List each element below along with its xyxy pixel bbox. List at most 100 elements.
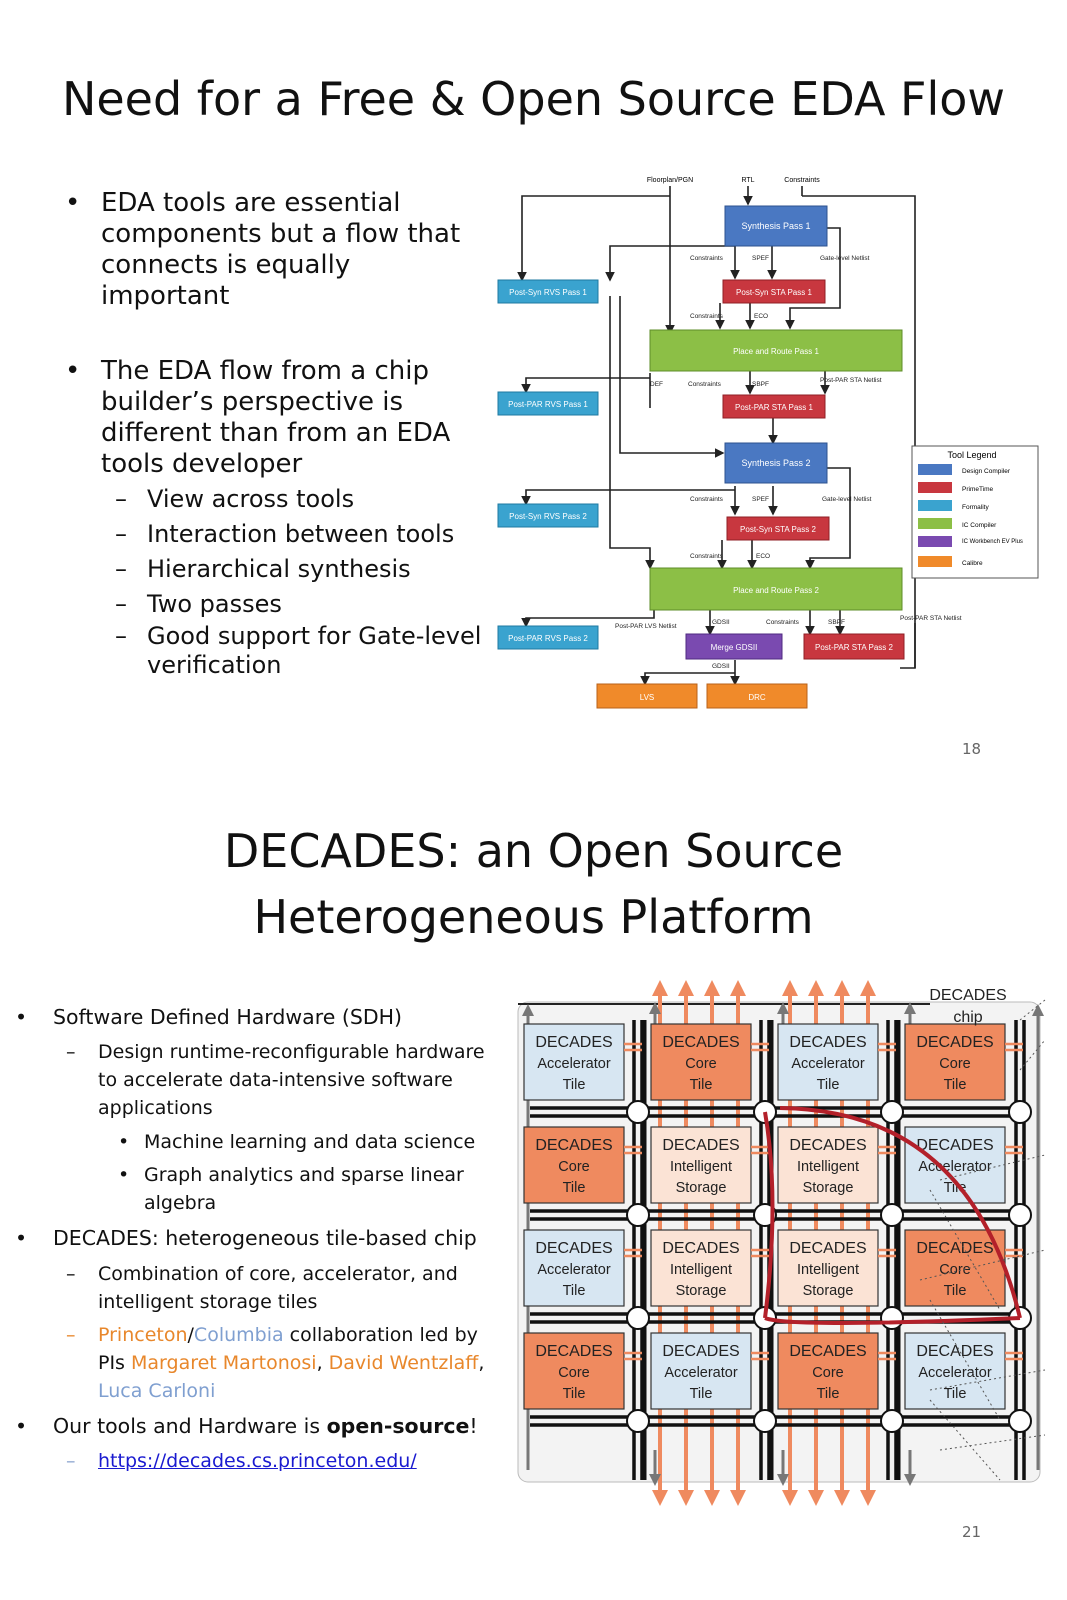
label-constraints: Constraints bbox=[690, 496, 724, 503]
tile-storage bbox=[777, 1229, 879, 1307]
annotation-dotted-line bbox=[929, 1189, 1001, 1311]
subbullet-view: View across tools bbox=[115, 482, 354, 517]
label-gdsii: GDSII bbox=[712, 663, 730, 670]
chip-label-sub: chip bbox=[953, 1009, 982, 1026]
svg-text:Synthesis Pass 1: Synthesis Pass 1 bbox=[741, 221, 810, 231]
tile-label: Intelligent bbox=[670, 1159, 732, 1175]
tile-label: DECADES bbox=[535, 1343, 612, 1360]
subsub-ml: Machine learning and data science bbox=[118, 1128, 475, 1156]
subbullet-interaction: Interaction between tools bbox=[115, 517, 454, 552]
label-eco: ECO bbox=[756, 553, 770, 560]
tile-label: DECADES bbox=[916, 1034, 993, 1051]
bullet-open-source: Our tools and Hardware is open-source! bbox=[15, 1412, 478, 1440]
router-node bbox=[626, 1306, 650, 1330]
annotation-dotted-line bbox=[1019, 1039, 1046, 1071]
tile-label: Core bbox=[558, 1365, 589, 1381]
tile-label: Storage bbox=[676, 1180, 727, 1196]
tile-label: Tile bbox=[817, 1386, 840, 1402]
slide-18: Need for a Free & Open Source EDA Flow E… bbox=[0, 0, 1067, 790]
slide-title: DECADES: an Open Source Heterogeneous Pl… bbox=[0, 818, 1067, 950]
martonosi-text: Margaret Martonosi bbox=[131, 1352, 317, 1374]
subbullet-collaboration: Princeton/Columbia collaboration led by … bbox=[66, 1321, 498, 1405]
router-node bbox=[880, 1100, 904, 1124]
label-constraints: Constraints bbox=[766, 619, 800, 626]
tile-label: Tile bbox=[563, 1283, 586, 1299]
annotation-dotted-line bbox=[919, 1249, 1046, 1281]
svg-text:Post-PAR STA Pass 1: Post-PAR STA Pass 1 bbox=[735, 403, 814, 412]
tile-label: DECADES bbox=[662, 1240, 739, 1257]
router-node bbox=[880, 1409, 904, 1433]
router-node bbox=[626, 1100, 650, 1124]
bullet-eda-flow: The EDA flow from a chip builder’s persp… bbox=[65, 356, 481, 480]
tile-label: DECADES bbox=[789, 1343, 866, 1360]
tile-label: DECADES bbox=[789, 1034, 866, 1051]
svg-text:Merge GDSII: Merge GDSII bbox=[711, 643, 758, 652]
svg-text:Post-PAR RVS Pass 2: Post-PAR RVS Pass 2 bbox=[508, 634, 588, 643]
tile-storage bbox=[650, 1126, 752, 1204]
tile-label: Tile bbox=[944, 1180, 967, 1196]
title-line-2: Heterogeneous Platform bbox=[253, 890, 814, 944]
box-drc bbox=[706, 683, 808, 709]
eda-flow-diagram: Floorplan/PGN RTL Constraints bbox=[497, 177, 1039, 709]
legend-item: Design Compiler bbox=[962, 468, 1011, 475]
tile-label: Accelerator bbox=[791, 1056, 865, 1072]
tile-storage bbox=[650, 1229, 752, 1307]
svg-text:LVS: LVS bbox=[640, 693, 655, 702]
red-route-path bbox=[763, 1106, 1022, 1325]
svg-text:Place and Route Pass 1: Place and Route Pass 1 bbox=[733, 347, 819, 356]
tile-label: Tile bbox=[690, 1077, 713, 1093]
label-spef: SPEF bbox=[752, 255, 769, 262]
input-floorplan: Floorplan/PGN bbox=[647, 177, 693, 184]
subbullet-link: https://decades.cs.princeton.edu/ bbox=[66, 1447, 417, 1475]
tile-label: DECADES bbox=[789, 1137, 866, 1154]
tile-label: DECADES bbox=[916, 1343, 993, 1360]
bullet-eda-tools: EDA tools are essential components but a… bbox=[65, 188, 481, 312]
tile-label: Core bbox=[939, 1056, 970, 1072]
tile-label: Tile bbox=[563, 1180, 586, 1196]
input-rtl: RTL bbox=[741, 177, 754, 184]
svg-text:Place and Route Pass 2: Place and Route Pass 2 bbox=[733, 586, 819, 595]
label-constraints: Constraints bbox=[690, 255, 724, 262]
tile-label: Intelligent bbox=[797, 1159, 859, 1175]
router-node bbox=[626, 1409, 650, 1433]
tile-label: Intelligent bbox=[797, 1262, 859, 1278]
subsub-graph: Graph analytics and sparse linear algebr… bbox=[118, 1161, 484, 1217]
carloni-text: Luca Carloni bbox=[98, 1380, 216, 1402]
router-node bbox=[1008, 1409, 1032, 1433]
tile-accel bbox=[650, 1332, 752, 1410]
tile-accel bbox=[777, 1023, 879, 1101]
princeton-text: Princeton bbox=[98, 1324, 188, 1346]
legend-item: IC Compiler bbox=[962, 522, 997, 529]
tile-label: Core bbox=[939, 1262, 970, 1278]
svg-text:Post-Syn RVS Pass 2: Post-Syn RVS Pass 2 bbox=[509, 512, 587, 521]
decades-chip-diagram: DECADESAcceleratorTileDECADESCoreTileDEC… bbox=[517, 980, 1046, 1506]
label-sbpf: SBPF bbox=[828, 619, 845, 626]
router-node bbox=[880, 1306, 904, 1330]
box-synthesis-pass-1 bbox=[724, 205, 828, 247]
tile-label: Accelerator bbox=[537, 1056, 611, 1072]
router-node bbox=[1008, 1203, 1032, 1227]
router-node bbox=[626, 1203, 650, 1227]
svg-text:Synthesis Pass 2: Synthesis Pass 2 bbox=[741, 458, 810, 468]
tile-core bbox=[523, 1332, 625, 1410]
box-post-par-sta-2 bbox=[803, 633, 905, 660]
box-post-syn-sta-2 bbox=[726, 516, 830, 541]
box-post-par-rvs-1 bbox=[497, 391, 599, 416]
tile-label: Tile bbox=[563, 1077, 586, 1093]
box-place-route-2 bbox=[649, 567, 903, 611]
label-gdsii: GDSII bbox=[712, 619, 730, 626]
tile-core bbox=[904, 1023, 1006, 1101]
legend-title: Tool Legend bbox=[947, 450, 996, 460]
decades-link[interactable]: https://decades.cs.princeton.edu/ bbox=[98, 1450, 417, 1472]
bullet-sdh: Software Defined Hardware (SDH) bbox=[15, 1003, 402, 1031]
tile-label: DECADES bbox=[916, 1137, 993, 1154]
tile-label: Accelerator bbox=[918, 1365, 992, 1381]
page-number: 21 bbox=[962, 1523, 982, 1541]
subbullet-hierarchical: Hierarchical synthesis bbox=[115, 552, 411, 587]
tile-label: Core bbox=[558, 1159, 589, 1175]
legend-item: PrimeTime bbox=[962, 486, 994, 493]
svg-text:DRC: DRC bbox=[748, 693, 766, 702]
subbullet-two-passes: Two passes bbox=[115, 587, 282, 622]
tile-core bbox=[650, 1023, 752, 1101]
tile-label: Tile bbox=[690, 1386, 713, 1402]
